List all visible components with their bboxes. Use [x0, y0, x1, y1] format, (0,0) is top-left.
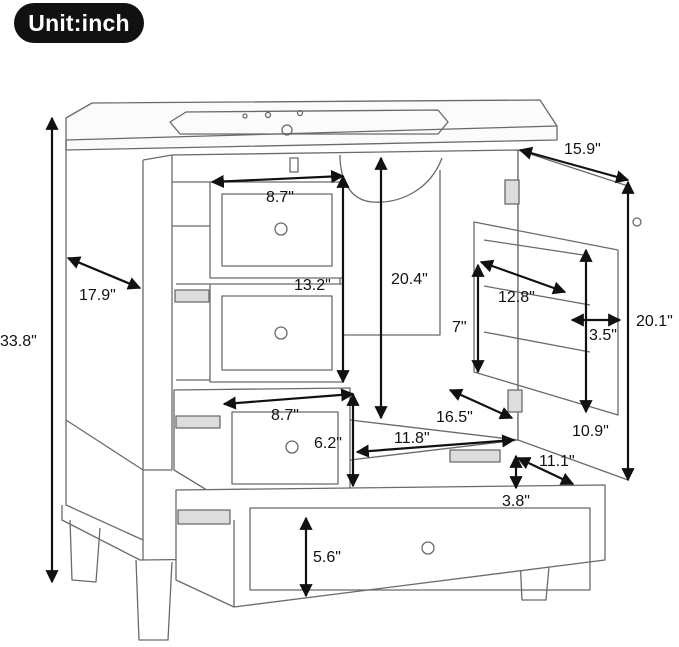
label-shelf-spacing: 7"	[452, 319, 467, 336]
shelf-width-line	[479, 259, 567, 295]
cabinet-inner-depth-line	[448, 388, 514, 420]
legs	[69, 519, 551, 641]
label-side-panel-height: 10.9"	[572, 423, 609, 440]
door-width-line	[518, 146, 630, 184]
label-opening-width: 11.8"	[394, 430, 430, 447]
top-drawer	[172, 181, 344, 279]
dimension-lines	[45, 116, 635, 598]
label-opening-height: 3.8"	[502, 493, 530, 510]
label-cabinet-inner-depth: 16.5"	[436, 409, 473, 426]
label-bottom-drawer-height: 5.6"	[313, 549, 341, 566]
label-middle-drawer-width: 8.7"	[271, 407, 299, 424]
label-upper-drawers-height: 13.2"	[294, 277, 331, 294]
middle-drawer-width-line	[222, 388, 355, 410]
label-opening-depth: 11.1"	[539, 453, 575, 470]
label-overall-depth: 17.9"	[79, 287, 116, 304]
label-overall-height: 33.8"	[0, 333, 37, 350]
bottom-drawer	[175, 484, 606, 608]
second-drawer	[174, 283, 344, 383]
label-cabinet-inner-height: 20.4"	[391, 271, 428, 288]
label-middle-drawer-height: 6.2"	[314, 435, 342, 452]
label-top-drawer-width: 8.7"	[266, 189, 294, 206]
cabinet-drawing	[61, 99, 642, 641]
top-drawer-width-line	[210, 169, 345, 189]
cabinet-door	[473, 149, 642, 481]
overall-depth-line	[66, 256, 142, 290]
unit-badge: Unit:inch	[14, 3, 144, 43]
dimension-labels: 33.8" 17.9" 8.7" 13.2" 20.4" 15.9" 20.1"…	[0, 141, 673, 566]
opening-width-line	[355, 434, 516, 458]
label-door-height: 20.1"	[636, 313, 673, 330]
label-door-width: 15.9"	[564, 141, 601, 158]
countertop	[65, 99, 558, 151]
opening-depth-line	[516, 457, 575, 485]
label-shelf-depth: 3.5"	[589, 327, 617, 344]
label-shelf-width: 12.8"	[498, 289, 535, 306]
middle-drawer	[173, 387, 351, 499]
